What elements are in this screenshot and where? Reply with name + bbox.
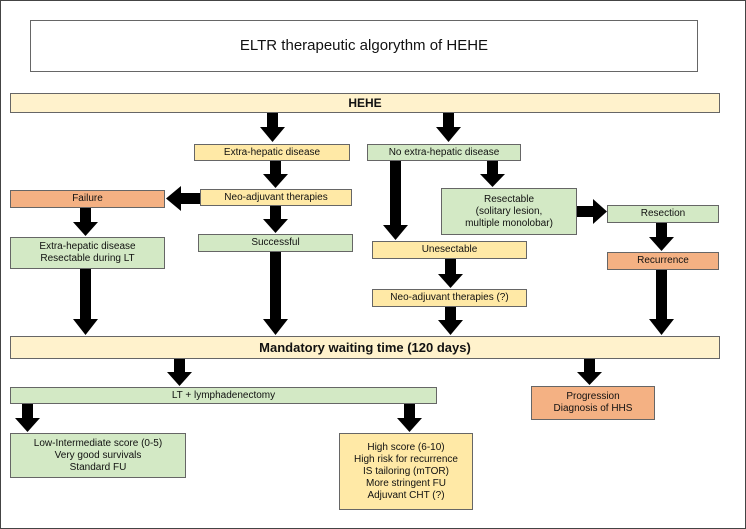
arrow-unresectable-to-neo-q <box>438 259 463 288</box>
arrow-neo-to-failure <box>166 186 200 211</box>
node-progression: Progression Diagnosis of HHS <box>531 386 655 420</box>
arrow-failure-to-extra-resectable <box>73 208 98 236</box>
node-extra-hepatic-resectable-during-lt: Extra-hepatic disease Resectable during … <box>10 237 165 269</box>
arrow-lt-to-high-score <box>397 404 422 432</box>
node-neo-adjuvant-therapies: Neo-adjuvant therapies <box>200 189 352 206</box>
node-recurrence: Recurrence <box>607 252 719 270</box>
arrow-extra-to-neo <box>263 161 288 188</box>
arrow-lt-to-low-score <box>15 404 40 432</box>
arrow-neo-to-successful <box>263 206 288 233</box>
node-hehe: HEHE <box>10 93 720 113</box>
arrow-waiting-to-progression <box>577 359 602 385</box>
arrow-neo-q-to-waiting <box>438 307 463 335</box>
arrow-resection-to-recurrence <box>649 223 674 251</box>
node-successful: Successful <box>198 234 353 252</box>
node-no-extra-hepatic-disease: No extra-hepatic disease <box>367 144 521 161</box>
arrow-successful-to-waiting <box>263 252 288 335</box>
node-lt-lymphadenectomy: LT + lymphadenectomy <box>10 387 437 404</box>
node-low-intermediate-score: Low-Intermediate score (0-5) Very good s… <box>10 433 186 478</box>
node-high-score: High score (6-10) High risk for recurren… <box>339 433 473 510</box>
arrow-hehe-to-no-extra <box>436 113 461 142</box>
node-neo-adjuvant-therapies-q: Neo-adjuvant therapies (?) <box>372 289 527 307</box>
arrow-no-extra-to-resectable <box>480 161 505 187</box>
arrow-waiting-to-lt <box>167 359 192 386</box>
node-resection: Resection <box>607 205 719 223</box>
node-resectable: Resectable (solitary lesion, multiple mo… <box>441 188 577 235</box>
arrow-extra-resectable-to-waiting <box>73 269 98 335</box>
node-mandatory-waiting-time: Mandatory waiting time (120 days) <box>10 336 720 359</box>
arrow-hehe-to-extra <box>260 113 285 142</box>
node-extra-hepatic-disease: Extra-hepatic disease <box>194 144 350 161</box>
arrow-resectable-to-resection <box>577 199 607 224</box>
diagram-title: ELTR therapeutic algorythm of HEHE <box>30 20 698 72</box>
node-unresectable: Unesectable <box>372 241 527 259</box>
node-failure: Failure <box>10 190 165 208</box>
arrow-no-extra-to-unresectable <box>383 161 408 240</box>
arrow-recurrence-to-waiting <box>649 270 674 335</box>
